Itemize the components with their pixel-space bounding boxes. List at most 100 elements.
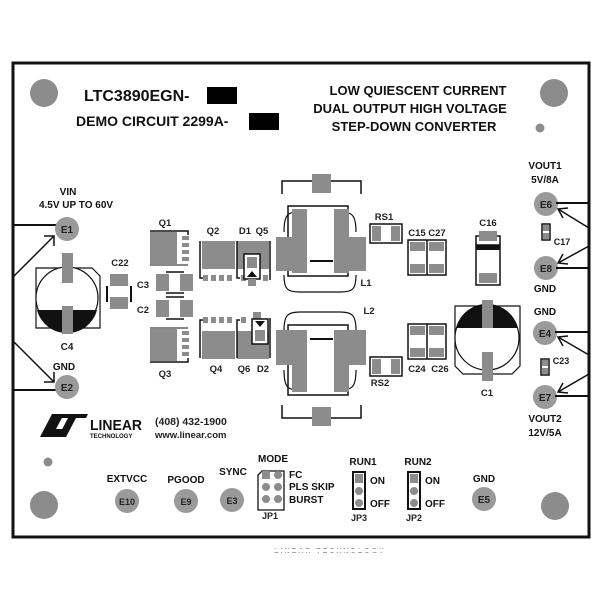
capacitor-c23 [540, 358, 550, 376]
q5-label: Q5 [256, 226, 269, 237]
part-suffix-redacted [207, 87, 237, 104]
gnd2-arrowhead [556, 335, 569, 347]
linear-logo-icon [40, 414, 88, 437]
terminal-e6[interactable] [534, 192, 558, 216]
gnd-right2-label: GND [534, 307, 556, 318]
terminal-e5[interactable] [472, 487, 496, 511]
capacitor-c2 [156, 296, 193, 320]
mounting-hole-top-right [540, 79, 568, 107]
mosfet-q1 [150, 230, 189, 266]
vout1-arrowhead [556, 207, 569, 219]
vin-label: VIN [60, 187, 77, 198]
fiducial-bottom-left [43, 457, 53, 467]
logo-word: LINEAR [90, 417, 142, 434]
diode-d2 [251, 312, 269, 345]
resistor-rs1 [369, 223, 403, 244]
terminal-e1-label: E1 [61, 225, 74, 236]
title-line1: LOW QUIESCENT CURRENT [330, 83, 507, 98]
diode-d1 [243, 253, 261, 286]
vout1-arrow [557, 208, 590, 229]
capacitor-c1 [454, 300, 521, 381]
capacitor-c15-c27 [407, 239, 447, 276]
jumper-jp3[interactable] [352, 471, 366, 510]
title-line3: STEP-DOWN CONVERTER [332, 119, 497, 134]
gnd-bottom-label: GND [473, 474, 495, 485]
part-number: LTC3890EGN- [84, 88, 190, 105]
terminal-e4-label: E4 [539, 329, 552, 340]
vout2-arrow [557, 373, 590, 393]
vin-arrow [12, 235, 55, 278]
l2-label: L2 [363, 306, 374, 317]
terminal-e8[interactable] [534, 256, 558, 280]
jumper-jp1[interactable] [257, 470, 285, 511]
vin-arrowhead [44, 235, 55, 246]
inductor-l2 [276, 311, 366, 426]
jp2-label: JP2 [406, 513, 422, 523]
terminal-e3[interactable] [220, 488, 244, 512]
terminal-e2[interactable] [55, 375, 79, 399]
d1-label: D1 [239, 226, 252, 237]
terminal-e7[interactable] [533, 385, 557, 409]
rs2-label: RS2 [371, 378, 389, 389]
website[interactable]: www.linear.com [154, 430, 226, 441]
c24-label: C24 [408, 364, 426, 375]
run1-on-label: ON [370, 476, 385, 487]
mode-option-pls-skip: PLS SKIP [289, 482, 335, 493]
mounting-hole-bottom-left [30, 491, 58, 519]
mosfet-q5 [236, 241, 271, 281]
mosfet-q2 [199, 241, 235, 281]
terminal-e9[interactable] [174, 489, 198, 513]
vout1-rating: 5V/8A [531, 175, 559, 186]
d2-label: D2 [257, 364, 269, 375]
vout2-label: VOUT2 [528, 414, 562, 425]
capacitor-c4 [35, 253, 101, 334]
terminal-e1[interactable] [55, 217, 79, 241]
footer-mask [250, 549, 410, 552]
c15-label: C15 [408, 228, 426, 239]
q1-label: Q1 [159, 218, 172, 229]
mode-option-burst: BURST [289, 495, 323, 506]
run2-on-label: ON [425, 476, 440, 487]
mosfet-q4 [199, 317, 235, 359]
logo-sub: TECHNOLOGY [90, 434, 132, 440]
l1-label: L1 [360, 278, 372, 289]
vout2-arrowhead [556, 382, 569, 394]
run1-label: RUN1 [349, 457, 377, 468]
demo-circuit-label: DEMO CIRCUIT 2299A- [76, 113, 229, 129]
gnd2-arrow [557, 336, 590, 356]
c3-label: C3 [137, 280, 149, 291]
terminal-e2-label: E2 [61, 383, 74, 394]
q3-label: Q3 [159, 369, 172, 380]
terminal-e3-label: E3 [226, 496, 237, 506]
resistor-rs2 [369, 356, 403, 377]
extvcc-label: EXTVCC [107, 474, 148, 485]
gnd1-arrowhead [556, 253, 569, 265]
capacitor-c3 [156, 271, 193, 294]
terminal-e4[interactable] [533, 321, 557, 345]
capacitor-c22 [106, 274, 132, 309]
c4-label: C4 [61, 342, 74, 353]
run1-off-label: OFF [370, 499, 390, 510]
mounting-hole-bottom-right [541, 492, 569, 520]
jp3-label: JP3 [351, 513, 367, 523]
vout1-label: VOUT1 [528, 161, 562, 172]
q6-label: Q6 [238, 364, 251, 375]
vin-range-label: 4.5V UP TO 60V [39, 200, 113, 211]
c17-label: C17 [554, 237, 571, 247]
c23-label: C23 [553, 356, 570, 366]
gnd-arrow [12, 340, 55, 383]
capacitor-c24-c26 [407, 323, 447, 360]
jp1-label: JP1 [262, 511, 278, 521]
capacitor-c16 [475, 231, 501, 286]
board-outline [11, 61, 591, 539]
gnd1-arrow [557, 245, 590, 264]
terminal-e6-label: E6 [540, 200, 553, 211]
jumper-jp2[interactable] [407, 471, 421, 510]
terminal-e10[interactable] [115, 489, 139, 513]
c26-label: C26 [431, 364, 448, 375]
capacitor-c17 [541, 223, 551, 241]
c2-label: C2 [137, 305, 149, 316]
gnd-right1-label: GND [534, 284, 556, 295]
q2-label: Q2 [207, 226, 220, 237]
